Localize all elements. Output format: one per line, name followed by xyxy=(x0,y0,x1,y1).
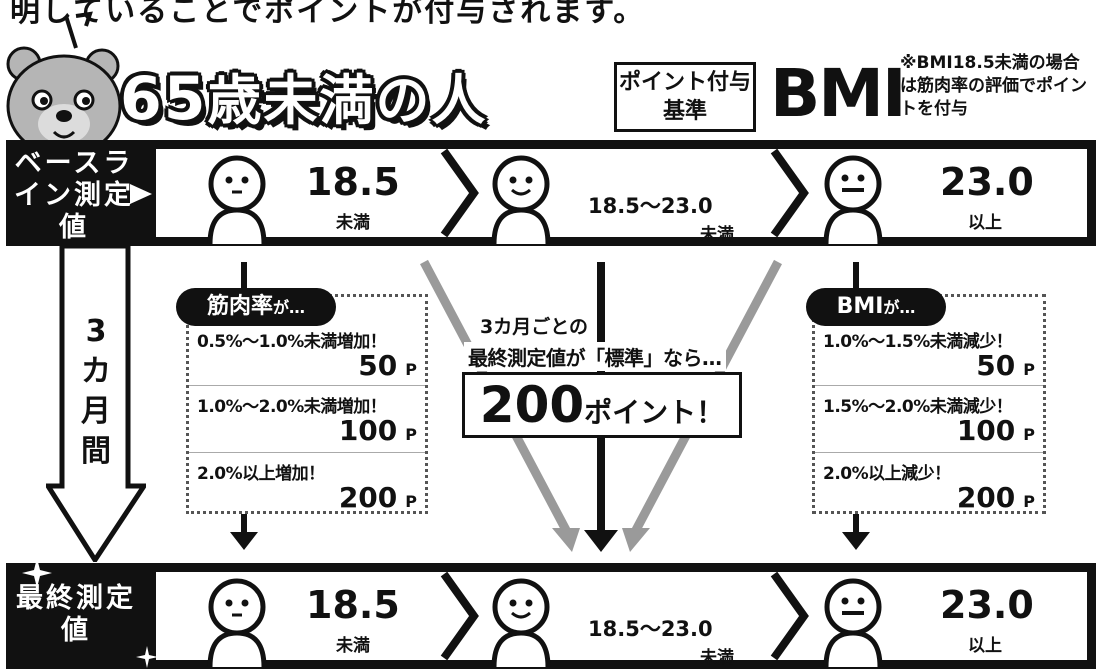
period-label: 3カ月間 xyxy=(81,314,111,469)
final-cells xyxy=(156,572,1087,660)
baseline-value-2: 18.5〜23.0 xyxy=(588,194,713,218)
criteria-box: ポイント付与基準 xyxy=(614,62,756,132)
chevron-right-icon xyxy=(440,572,479,660)
reward-number: 200 xyxy=(479,376,585,434)
reward-box: 200ポイント！ xyxy=(462,372,742,438)
baseline-bar: ベースライン測定値 xyxy=(6,140,1096,246)
final-sub-2: 未満 xyxy=(700,648,734,668)
page-title: 65歳未満の人 xyxy=(120,64,488,134)
chevron-right-icon xyxy=(440,149,479,237)
center-line-1: 3カ月ごとの xyxy=(476,312,593,339)
face-neutral-icon xyxy=(207,578,267,667)
final-sub-3: 以上 xyxy=(968,636,1002,656)
bear-mascot xyxy=(6,11,122,156)
baseline-label: ベースライン測定値 xyxy=(14,148,134,243)
period-arrow xyxy=(46,246,146,562)
muscle-cond-3: 2.0%以上増加！ xyxy=(197,464,325,484)
sparkle-icon xyxy=(136,646,158,668)
face-flat-icon xyxy=(823,155,883,244)
final-label: 最終測定値 xyxy=(16,583,136,646)
chevron-right-icon xyxy=(770,149,809,237)
bmi-cond-1: 1.0%〜1.5%未満減少！ xyxy=(823,332,1013,352)
baseline-sub-1: 未満 xyxy=(336,213,370,233)
face-smile-icon xyxy=(491,155,551,244)
face-smile-icon xyxy=(491,578,551,667)
final-bar: 最終測定値 xyxy=(6,563,1096,669)
baseline-value-1: 18.5 xyxy=(306,160,400,204)
bmi-header: BMIが… xyxy=(806,288,946,326)
face-flat-icon xyxy=(823,578,883,667)
final-value-1: 18.5 xyxy=(306,583,400,627)
center-line-2: 最終測定値が「標準」なら… xyxy=(464,342,726,371)
bmi-cond-2: 1.5%〜2.0%未満減少！ xyxy=(823,397,1013,417)
sparkle-icon xyxy=(22,558,52,588)
baseline-cells xyxy=(156,149,1087,237)
face-neutral-icon xyxy=(207,155,267,244)
play-icon xyxy=(130,184,152,204)
final-value-3: 23.0 xyxy=(940,583,1034,627)
baseline-sub-3: 以上 xyxy=(968,213,1002,233)
top-cropped-text: 明していることでポイントが付与されます。 xyxy=(10,0,646,29)
muscle-cond-1: 0.5%〜1.0%未満増加！ xyxy=(197,332,387,352)
baseline-sub-2: 未満 xyxy=(700,225,734,245)
final-value-2: 18.5〜23.0 xyxy=(588,617,713,641)
baseline-value-3: 23.0 xyxy=(940,160,1034,204)
chevron-right-icon xyxy=(770,572,809,660)
bmi-cond-3: 2.0%以上減少！ xyxy=(823,464,951,484)
muscle-header: 筋肉率が… xyxy=(176,288,336,326)
reward-text: ポイント！ xyxy=(584,396,725,429)
final-sub-1: 未満 xyxy=(336,636,370,656)
criteria-note: ※BMI18.5未満の場合は筋肉率の評価でポイントを付与 xyxy=(900,53,1087,119)
muscle-cond-2: 1.0%〜2.0%未満増加！ xyxy=(197,397,387,417)
criteria-main: BMI xyxy=(770,55,907,132)
